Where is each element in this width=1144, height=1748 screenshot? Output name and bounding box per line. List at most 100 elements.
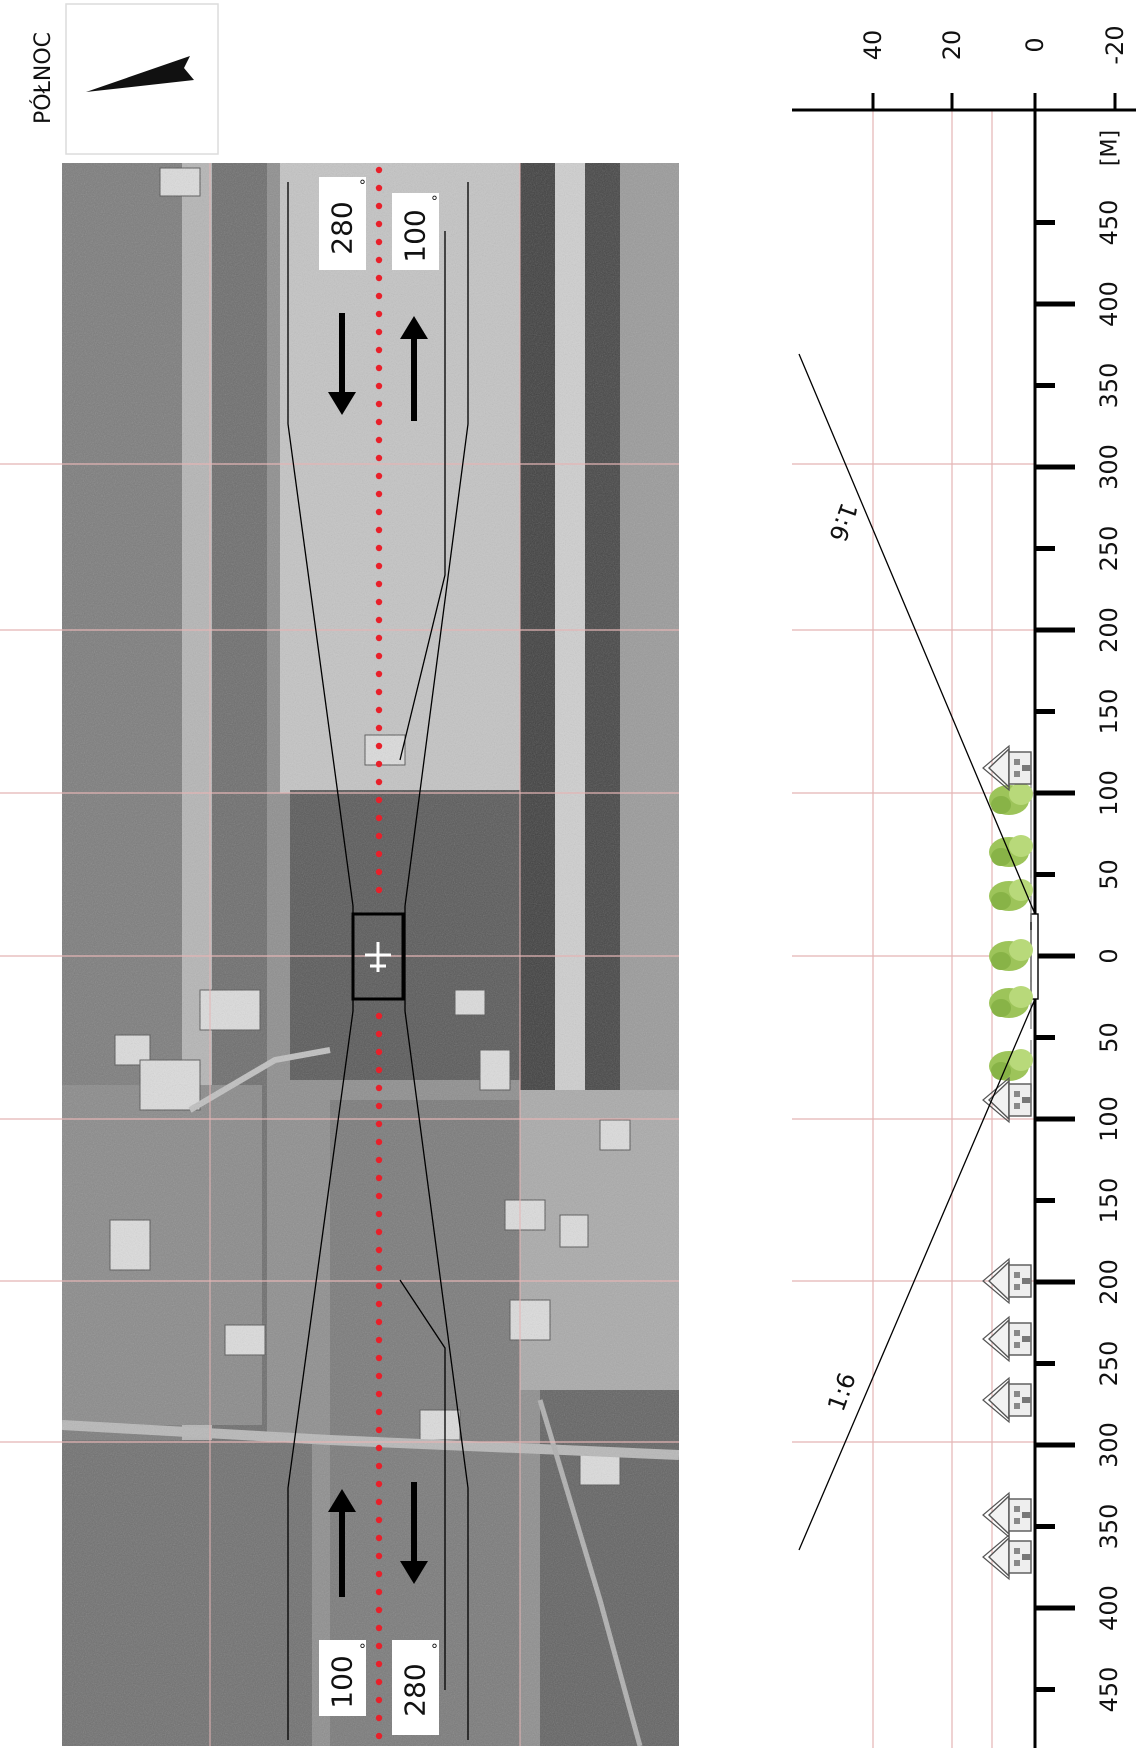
centerline-dot: [375, 706, 383, 714]
tree-icon: [988, 976, 1034, 1030]
centerline-dot: [375, 1264, 383, 1272]
centerline-dot: [375, 760, 383, 768]
centerline-dot: [375, 1588, 383, 1596]
funnel-outer-right: [404, 182, 469, 1740]
centerline-dot: [375, 616, 383, 624]
airplane-cross-icon: [365, 942, 391, 972]
centerline-dot: [375, 202, 383, 210]
centerline-dot: [375, 1012, 383, 1020]
centerline-dot: [375, 1732, 383, 1740]
centerline-dot: [375, 1300, 383, 1308]
heading-label-bottom-right: 280 °: [392, 1640, 439, 1735]
house-icon: [982, 1258, 1032, 1304]
centerline-dot: [375, 832, 383, 840]
centerline-dot: [375, 1138, 383, 1146]
centerline-dot: [375, 1102, 383, 1110]
centerline-dot: [375, 1372, 383, 1380]
unit-label: [M]: [1098, 130, 1123, 166]
heading-value: 100: [326, 1655, 359, 1708]
centerline-dot: [375, 436, 383, 444]
centerline-dot: [375, 1066, 383, 1074]
centerline-dot: [375, 292, 383, 300]
centerline-dot: [375, 562, 383, 570]
centerline-dot: [375, 724, 383, 732]
funnel-inner-right-top: [399, 231, 446, 761]
centerline-dot: [375, 328, 383, 336]
house-icon: [982, 1377, 1032, 1423]
centerline-dot: [375, 184, 383, 192]
runway-centerline: [375, 166, 383, 1740]
runway-overlay: 280 ° 100 ° 100 ° 280 °: [287, 166, 469, 1740]
distance-tick-label: 50: [1095, 859, 1123, 890]
centerline-dot: [375, 526, 383, 534]
funnel-inner-right-bottom: [399, 1279, 446, 1690]
centerline-dot: [375, 418, 383, 426]
centerline-dot: [375, 1408, 383, 1416]
centerline-dot: [375, 382, 383, 390]
centerline-dot: [375, 670, 383, 678]
centerline-dot: [375, 1246, 383, 1254]
centerline-dot: [375, 598, 383, 606]
centerline-dot: [375, 580, 383, 588]
centerline-dot: [375, 778, 383, 786]
centerline-dot: [375, 364, 383, 372]
distance-tick-label: 200: [1095, 1259, 1123, 1305]
distance-tick-label: 150: [1095, 689, 1123, 735]
heading-value: 100: [399, 209, 432, 262]
centerline-dot: [375, 544, 383, 552]
centerline-dot: [375, 1462, 383, 1470]
centerline-dot: [375, 634, 383, 642]
north-indicator: PÓŁNOC: [30, 3, 219, 155]
distance-tick-label: 150: [1095, 1178, 1123, 1224]
slope-label-bottom: 1:6: [822, 1369, 862, 1415]
direction-arrow-icon: [400, 316, 428, 421]
centerline-dot: [375, 688, 383, 696]
centerline-dot: [375, 652, 383, 660]
slope-line-bottom: [798, 998, 1036, 1551]
heading-value: 280: [399, 1663, 432, 1716]
runway-threshold-box: [351, 912, 405, 1001]
centerline-dot: [375, 1552, 383, 1560]
centerline-dot: [375, 1570, 383, 1578]
direction-arrow-icon: [328, 313, 356, 415]
heading-degree: °: [359, 178, 366, 194]
direction-arrow-icon: [400, 1482, 428, 1584]
height-tick-label: -20: [1101, 25, 1129, 64]
house-icon: [982, 745, 1032, 791]
distance-tick-label: 350: [1095, 1504, 1123, 1550]
centerline-dot: [375, 1120, 383, 1128]
tree-icon: [988, 825, 1034, 879]
slope-line-top: [798, 353, 1036, 915]
height-tick-label: 40: [859, 30, 887, 61]
centerline-dot: [375, 1696, 383, 1704]
aerial-photo: [62, 163, 679, 1746]
centerline-dot: [375, 1678, 383, 1686]
distance-tick-label: 200: [1095, 607, 1123, 653]
distance-tick-label: 450: [1095, 200, 1123, 246]
house-icon: [982, 1492, 1032, 1538]
centerline-dot: [375, 238, 383, 246]
heading-value: 280: [326, 201, 359, 254]
centerline-dot: [375, 796, 383, 804]
centerline-dot: [375, 1534, 383, 1542]
centerline-dot: [375, 1660, 383, 1668]
heading-label-top-right: 100 °: [392, 193, 439, 270]
photo-grid: [0, 463, 679, 1443]
centerline-dot: [375, 1336, 383, 1344]
centerline-dot: [375, 1516, 383, 1524]
height-tick-label: 20: [938, 30, 966, 61]
house-icon: [982, 1534, 1032, 1580]
centerline-dot: [375, 1480, 383, 1488]
centerline-dot: [375, 472, 383, 480]
centerline-dot: [375, 1192, 383, 1200]
distance-tick-label: 350: [1095, 363, 1123, 409]
tree-icon: [988, 929, 1034, 983]
distance-tick-label: 100: [1095, 770, 1123, 816]
distance-tick-label: 450: [1095, 1667, 1123, 1713]
centerline-dot: [375, 1444, 383, 1452]
centerline-dot: [375, 1714, 383, 1722]
centerline-dot: [375, 1318, 383, 1326]
distance-tick-label: 250: [1095, 526, 1123, 572]
